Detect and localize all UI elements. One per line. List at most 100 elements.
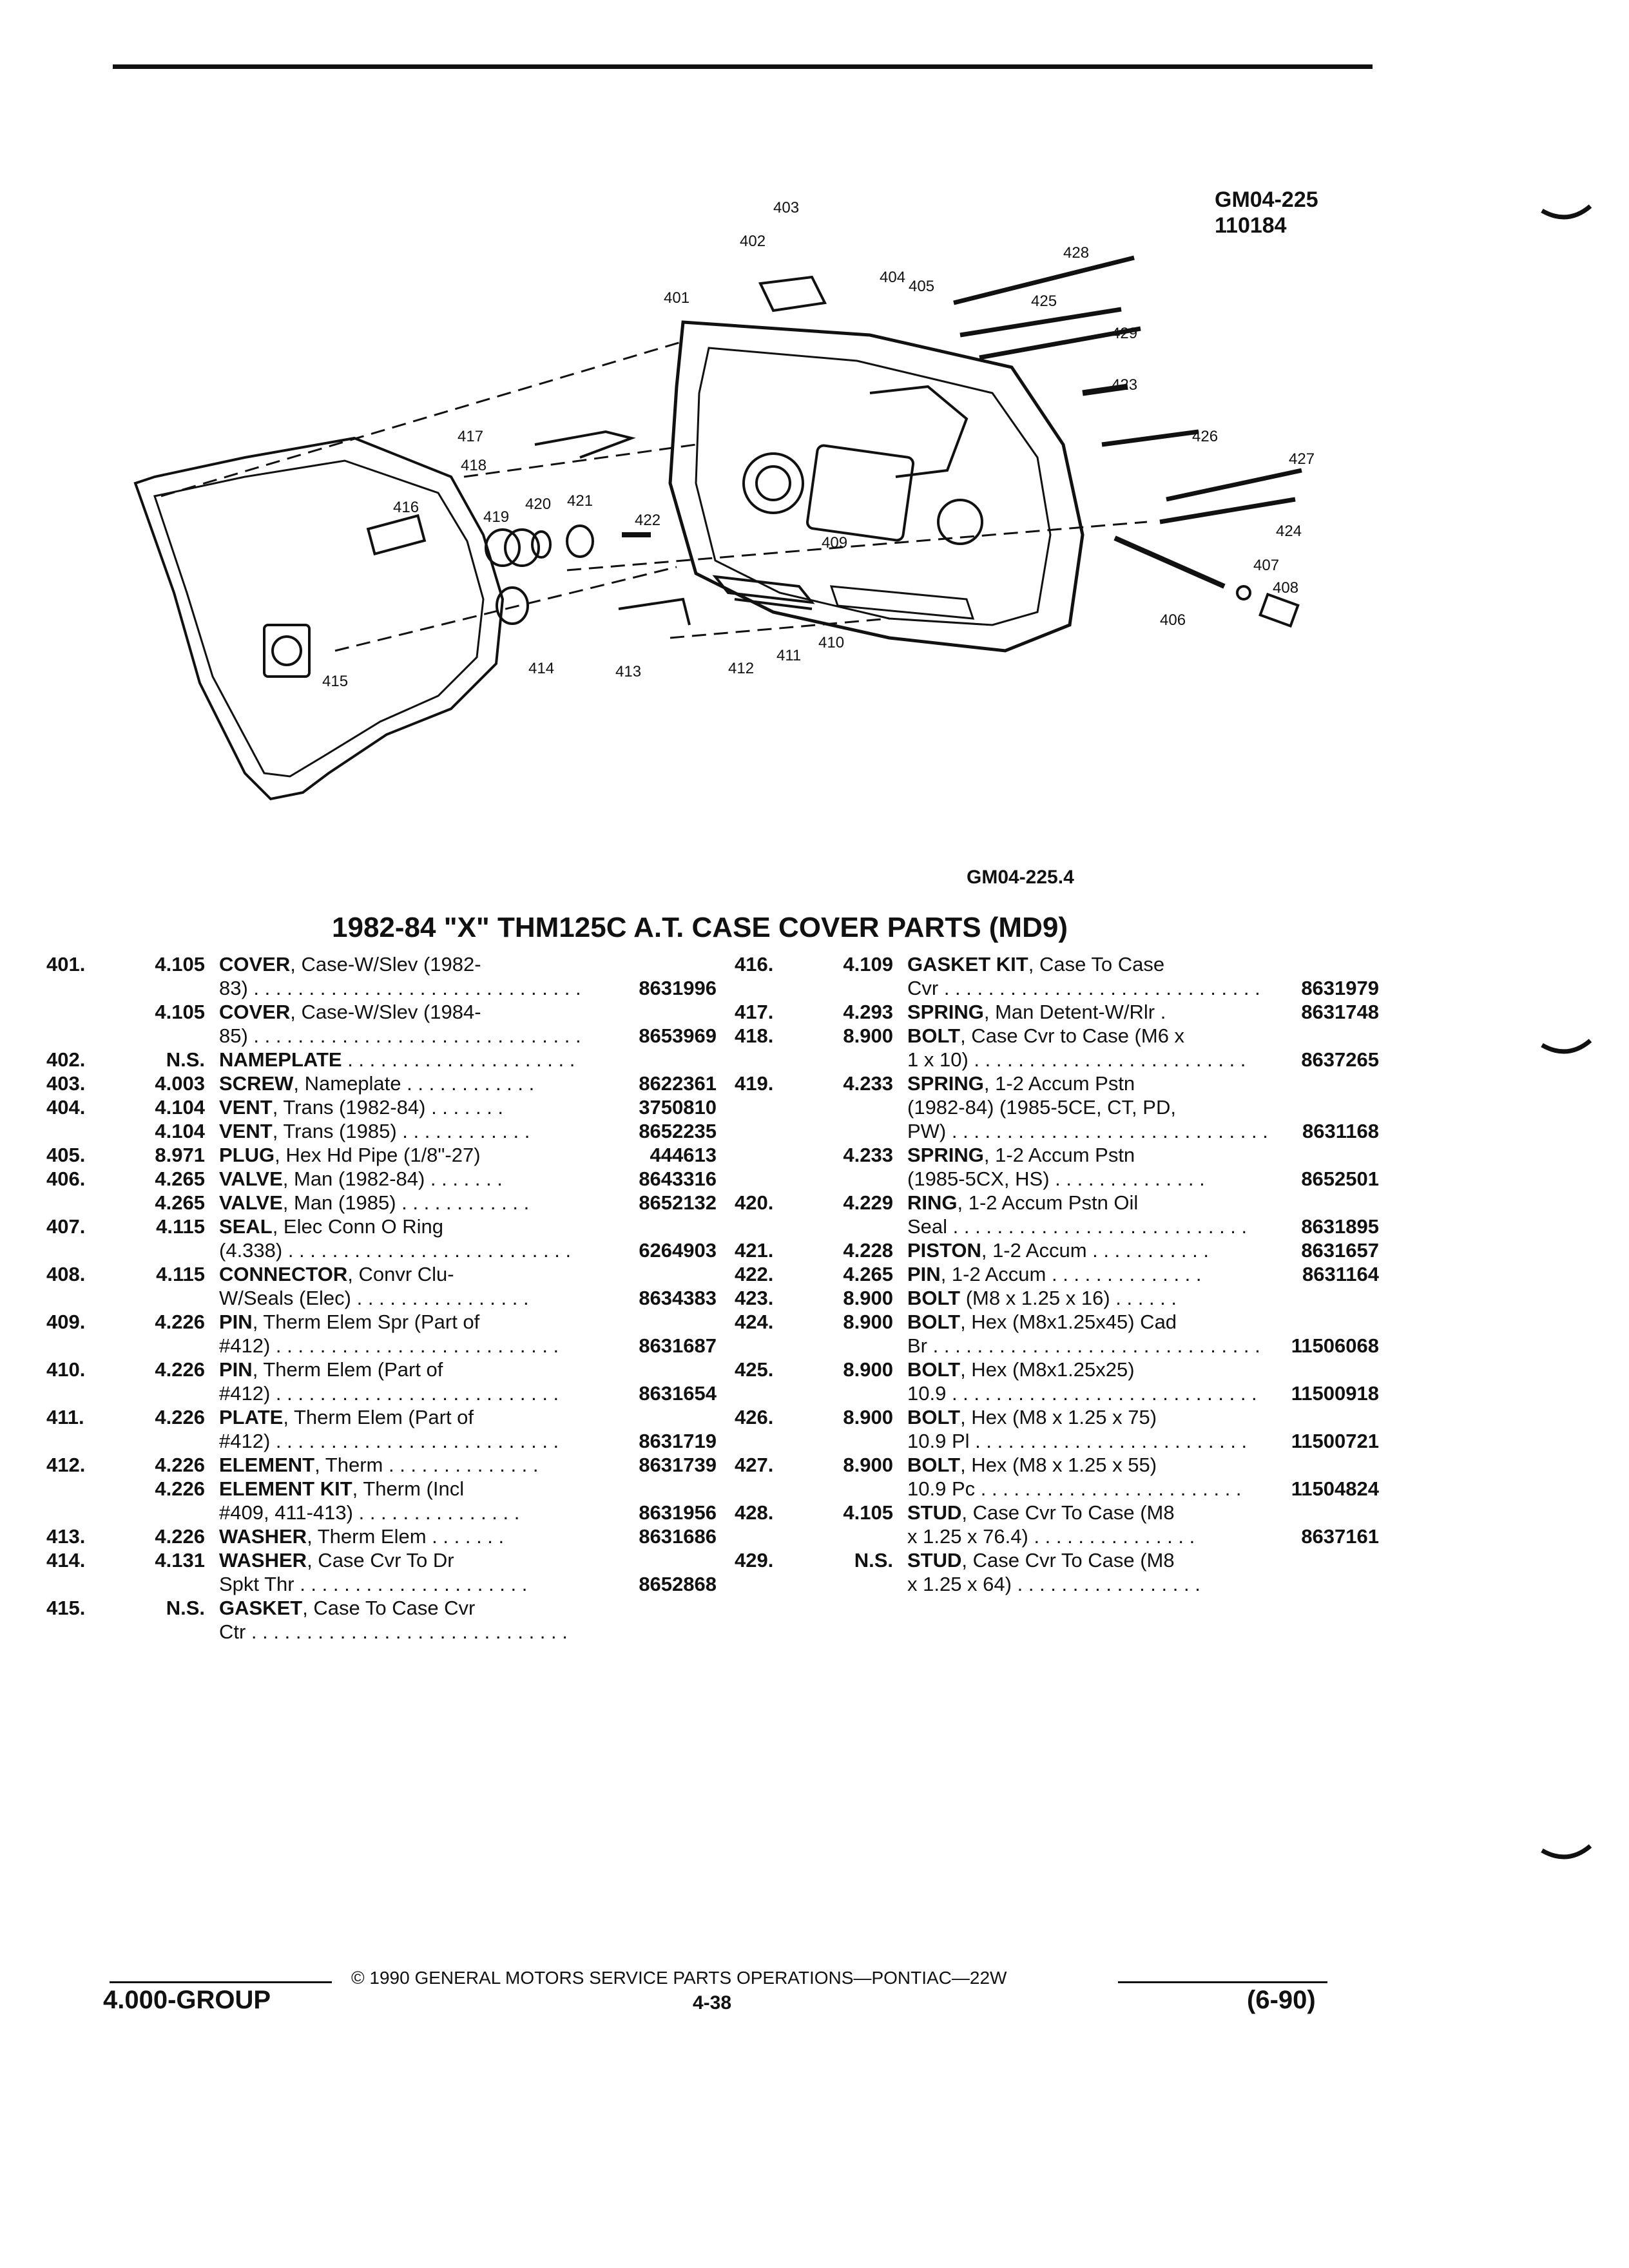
part-number: 8631956 bbox=[639, 1501, 717, 1524]
part-group-number: 4.226 bbox=[155, 1454, 205, 1476]
part-detail: , Nameplate . . . . . . . . . . . . bbox=[293, 1072, 535, 1095]
part-detail: #412) . . . . . . . . . . . . . . . . . … bbox=[219, 1430, 559, 1452]
part-row: 402.N.S.NAMEPLATE . . . . . . . . . . . … bbox=[46, 1048, 717, 1072]
part-ref-number: 402. bbox=[46, 1048, 86, 1071]
callout-429: 429 bbox=[1112, 325, 1137, 342]
part-group-number: N.S. bbox=[166, 1048, 205, 1071]
part-group-number: 8.900 bbox=[843, 1406, 893, 1428]
part-ref-number: 426. bbox=[735, 1406, 774, 1428]
footer-date: (6-90) bbox=[1247, 1986, 1316, 2014]
part-number: 8631739 bbox=[639, 1454, 717, 1476]
figure-id-code: GM04-225 bbox=[1215, 187, 1318, 212]
part-name: COVER bbox=[219, 1001, 291, 1023]
part-number: 8631168 bbox=[1302, 1120, 1379, 1142]
part-detail: , Hex (M8 x 1.25 x 75) bbox=[960, 1406, 1157, 1428]
part-detail: Ctr . . . . . . . . . . . . . . . . . . … bbox=[219, 1620, 568, 1643]
part-detail: , 1-2 Accum Pstn Oil bbox=[957, 1191, 1139, 1214]
part-group-number: 4.265 bbox=[155, 1191, 205, 1214]
part-description: SCREW, Nameplate . . . . . . . . . . . .… bbox=[219, 1072, 717, 1095]
part-detail: , Man (1985) . . . . . . . . . . . . bbox=[282, 1191, 530, 1214]
part-detail: Br . . . . . . . . . . . . . . . . . . .… bbox=[907, 1334, 1260, 1357]
part-detail: , Therm (Incl bbox=[352, 1477, 465, 1500]
part-ref-number: 406. bbox=[46, 1168, 86, 1190]
part-ref-number: 412. bbox=[46, 1454, 86, 1476]
figure-date-code: 110184 bbox=[1215, 213, 1287, 238]
part-description: SEAL, Elec Conn O Ring(4.338) . . . . . … bbox=[219, 1215, 717, 1262]
part-detail: , Convr Clu- bbox=[347, 1263, 454, 1285]
part-detail: x 1.25 x 76.4) . . . . . . . . . . . . .… bbox=[907, 1525, 1195, 1548]
part-number: 8631687 bbox=[639, 1334, 717, 1357]
part-number: 8652501 bbox=[1301, 1168, 1379, 1190]
part-ref-number: 407. bbox=[46, 1215, 86, 1238]
part-group-number: 4.115 bbox=[156, 1215, 205, 1238]
part-group-number: 4.115 bbox=[156, 1263, 205, 1285]
gasket-plate bbox=[263, 624, 311, 678]
callout-418: 418 bbox=[461, 457, 487, 474]
part-description: SPRING, 1-2 Accum Pstn(1982-84) (1985-5C… bbox=[907, 1072, 1379, 1143]
callout-409: 409 bbox=[822, 534, 847, 552]
figure-sub-id: GM04-225.4 bbox=[967, 867, 1074, 888]
part-description: PLUG, Hex Hd Pipe (1/8"-27)444613 bbox=[219, 1143, 717, 1167]
part-ref-number: 404. bbox=[46, 1096, 86, 1119]
part-ref-number: 413. bbox=[46, 1525, 86, 1548]
part-group-number: 4.233 bbox=[843, 1144, 893, 1166]
part-description: SPRING, Man Detent-W/Rlr .8631748 bbox=[907, 1000, 1379, 1024]
part-name: VALVE bbox=[219, 1191, 283, 1214]
footer-group: 4.000-GROUP bbox=[103, 1986, 271, 2014]
part-detail: , Elec Conn O Ring bbox=[272, 1215, 444, 1238]
part-number: 8643316 bbox=[639, 1168, 717, 1190]
part-ref-number: 416. bbox=[735, 953, 774, 975]
part-number: 8631686 bbox=[639, 1525, 717, 1548]
footer-rule-left bbox=[110, 1981, 332, 1983]
callout-415: 415 bbox=[322, 673, 348, 690]
part-number: 8653969 bbox=[639, 1024, 717, 1047]
part-group-number: 4.228 bbox=[843, 1239, 893, 1262]
part-number: 8634383 bbox=[639, 1287, 717, 1309]
part-detail: , Hex Hd Pipe (1/8"-27) bbox=[275, 1144, 481, 1166]
part-name: SPRING bbox=[907, 1144, 984, 1166]
part-detail: . . . . . . . . . . . . . . . . . . . . … bbox=[342, 1048, 575, 1071]
part-detail: , 1-2 Accum Pstn bbox=[983, 1144, 1135, 1166]
part-detail: , Case To Case Cvr bbox=[302, 1597, 476, 1619]
part-description: SPRING, 1-2 Accum Pstn(1985-5CX, HS) . .… bbox=[907, 1143, 1379, 1191]
binding-mark-icon bbox=[1541, 1844, 1592, 1860]
part-description: VENT, Trans (1982-84) . . . . . . .37508… bbox=[219, 1095, 717, 1119]
part-group-number: 4.293 bbox=[843, 1001, 893, 1023]
part-name: PLATE bbox=[219, 1406, 284, 1428]
part-detail: (1985-5CX, HS) . . . . . . . . . . . . .… bbox=[907, 1168, 1205, 1190]
part-name: SEAL bbox=[219, 1215, 273, 1238]
part-detail: , Therm . . . . . . . . . . . . . . bbox=[314, 1454, 539, 1476]
case-cover-body bbox=[668, 320, 1084, 653]
part-group-number: 8.900 bbox=[843, 1358, 893, 1381]
part-ref-number: 414. bbox=[46, 1549, 86, 1571]
part-detail: , Case To Case bbox=[1028, 953, 1165, 975]
part-detail: x 1.25 x 64) . . . . . . . . . . . . . .… bbox=[907, 1573, 1200, 1595]
part-ref-number: 401. bbox=[46, 953, 86, 975]
part-description: COVER, Case-W/Slev (1982-83) . . . . . .… bbox=[219, 952, 717, 1000]
part-detail: , Trans (1982-84) . . . . . . . bbox=[272, 1096, 504, 1119]
figure-id: GM04-225 110184 bbox=[1215, 187, 1318, 238]
part-name: BOLT bbox=[907, 1454, 961, 1476]
part-description: CONNECTOR, Convr Clu-W/Seals (Elec) . . … bbox=[219, 1262, 717, 1310]
part-detail: , Case Cvr To Dr bbox=[307, 1549, 454, 1571]
part-number: 8631654 bbox=[639, 1382, 717, 1405]
part-name: PIN bbox=[219, 1311, 253, 1333]
part-ref-number: 411. bbox=[46, 1406, 84, 1428]
part-detail: #412) . . . . . . . . . . . . . . . . . … bbox=[219, 1334, 559, 1357]
callout-417: 417 bbox=[458, 428, 483, 445]
part-number: 8637265 bbox=[1301, 1048, 1379, 1071]
